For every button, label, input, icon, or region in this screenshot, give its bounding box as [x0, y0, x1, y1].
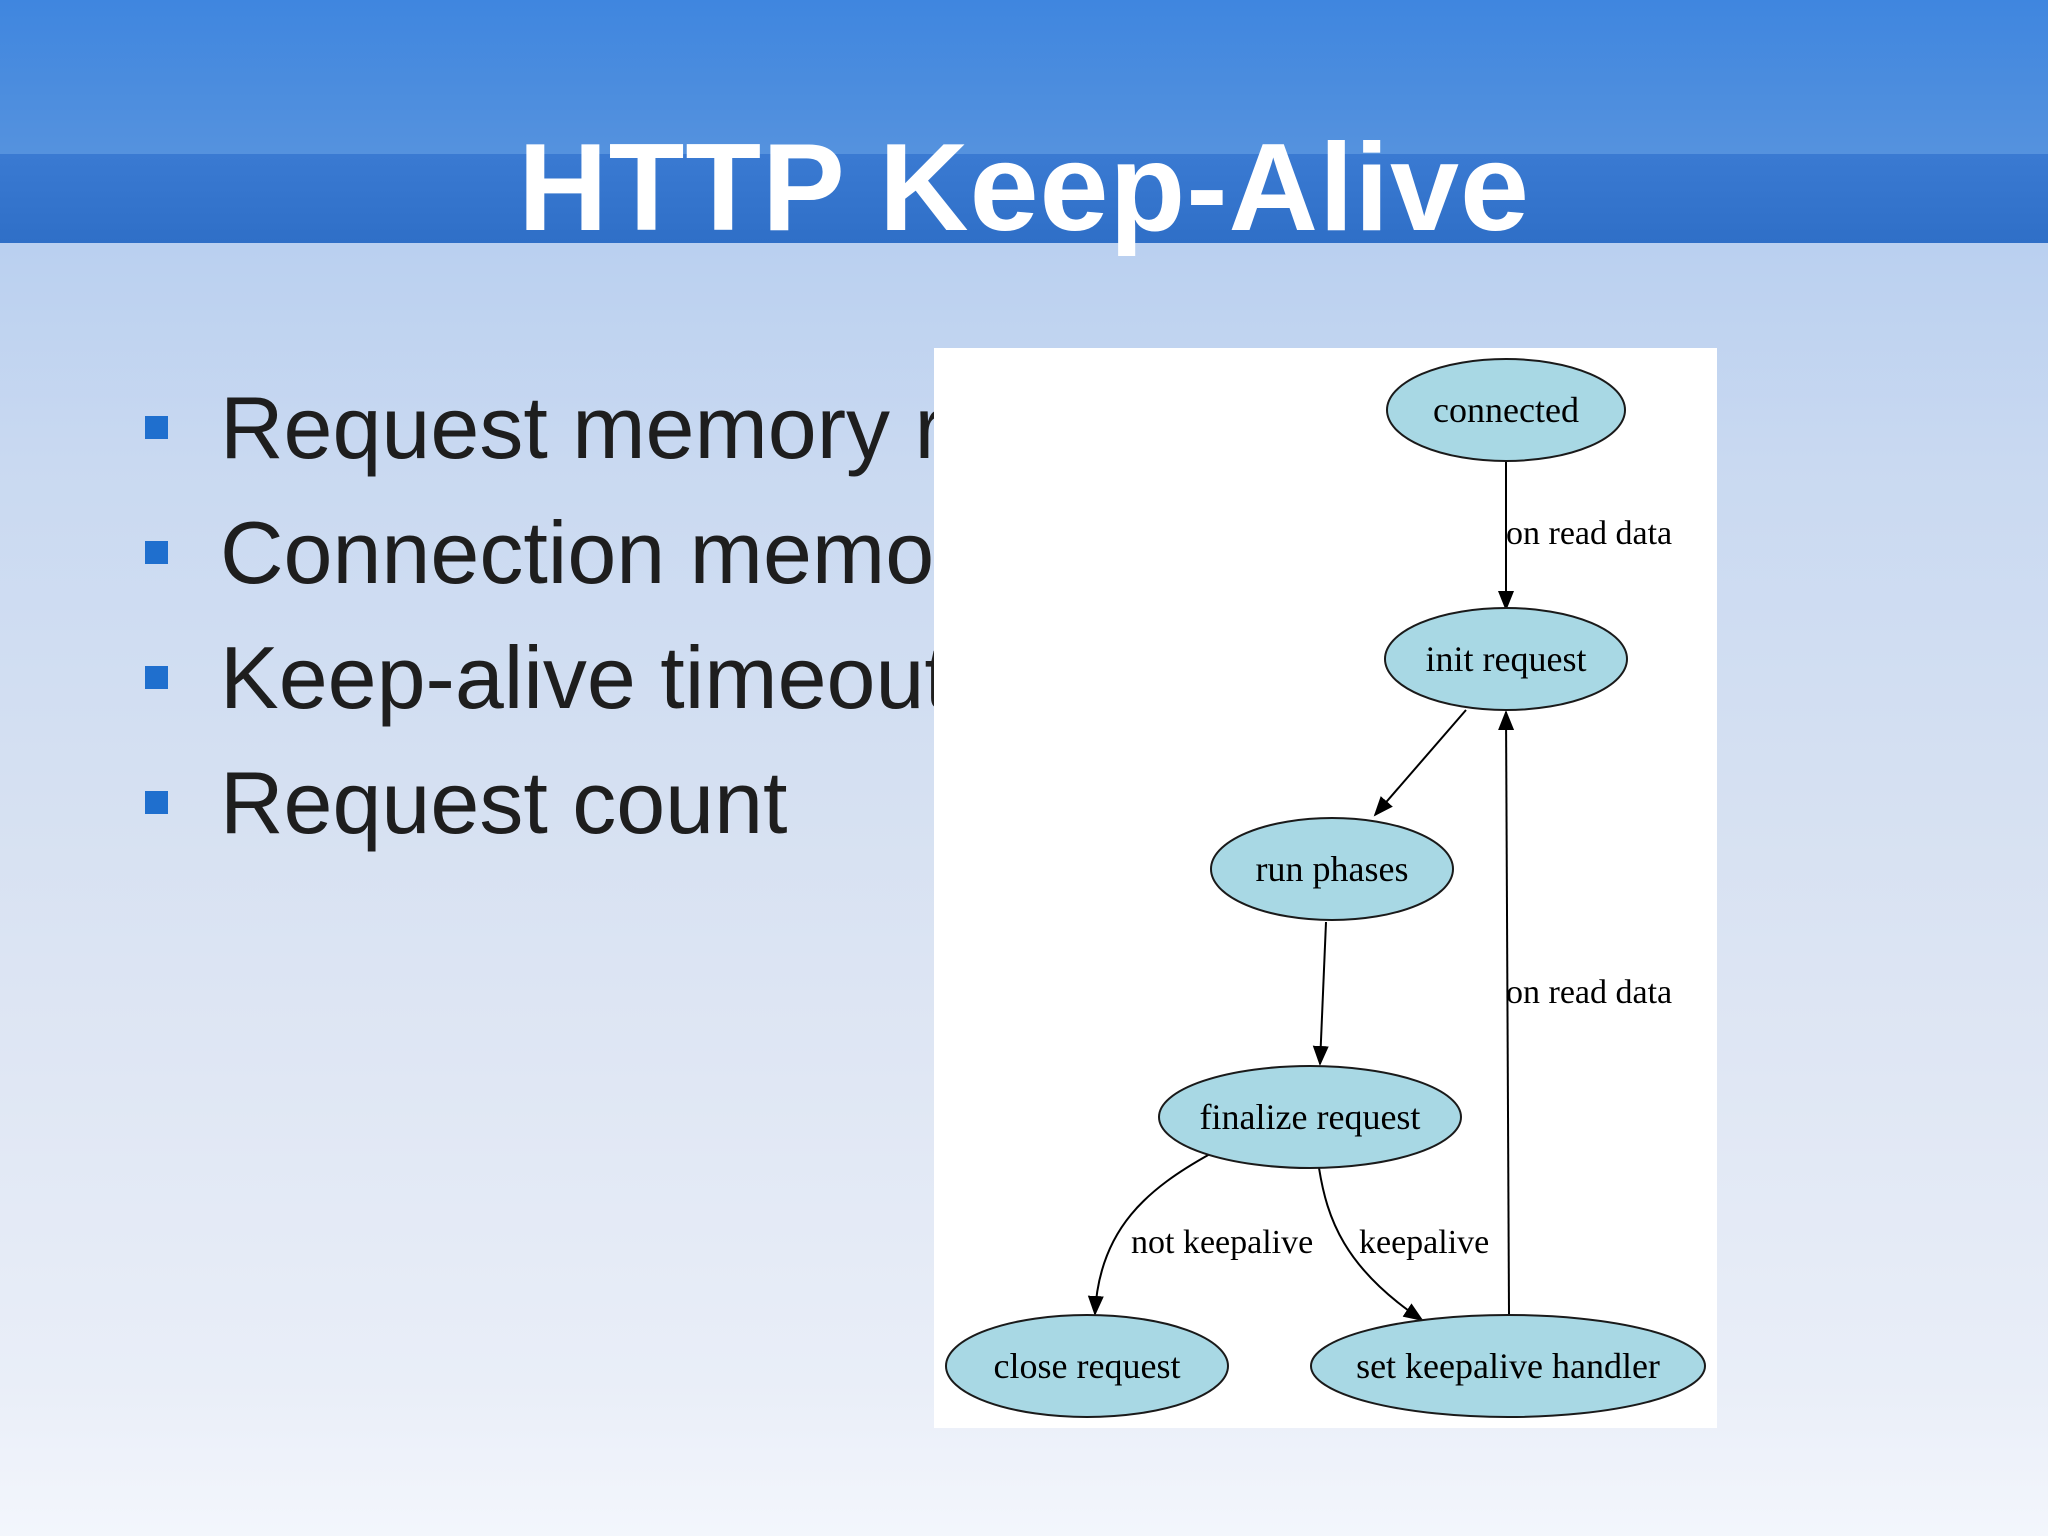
edge-label-handler-to-init: on read data: [1506, 974, 1672, 1011]
bullet-text: Keep-alive timeout: [220, 627, 949, 727]
header-band-top: [0, 0, 2048, 154]
node-finalize-request: finalize request: [1158, 1065, 1462, 1169]
node-label-finalize-request: finalize request: [1200, 1097, 1421, 1137]
node-set-keepalive-handler: set keepalive handler: [1310, 1314, 1706, 1418]
header-band-bottom: [0, 154, 2048, 243]
node-label-set-keepalive-handler: set keepalive handler: [1356, 1346, 1660, 1386]
bullet-text: Request count: [220, 752, 788, 852]
square-bullet-icon: [145, 541, 168, 564]
node-label-init-request: init request: [1426, 639, 1587, 679]
node-close-request: close request: [945, 1314, 1229, 1418]
slide-header: HTTP Keep-Alive: [0, 0, 2048, 257]
node-label-close-request: close request: [994, 1346, 1181, 1386]
slide-title: HTTP Keep-Alive: [518, 119, 1530, 257]
node-label-connected: connected: [1433, 390, 1579, 430]
edge-finalize-to-close: [1087, 1153, 1211, 1316]
edge-init-to-run-phases: [1373, 709, 1467, 817]
bullet-item: Keep-alive timeout: [145, 615, 1267, 740]
state-diagram-svg: on read data on read data not keepalive …: [945, 358, 1706, 1418]
edge-label-not-keepalive: not keepalive: [1131, 1224, 1313, 1261]
node-run-phases: run phases: [1210, 817, 1454, 921]
edge-run-phases-to-finalize: [1312, 921, 1329, 1066]
state-diagram: on read data on read data not keepalive …: [934, 348, 1717, 1428]
square-bullet-icon: [145, 791, 168, 814]
node-init-request: init request: [1384, 607, 1628, 711]
edge-label-connected-to-init: on read data: [1506, 515, 1672, 552]
edge-label-keepalive: keepalive: [1359, 1224, 1489, 1261]
square-bullet-icon: [145, 416, 168, 439]
bullet-item: Request count: [145, 740, 1267, 865]
square-bullet-icon: [145, 666, 168, 689]
node-connected: connected: [1386, 358, 1626, 462]
edge-handler-to-init: [1498, 710, 1515, 1315]
node-label-run-phases: run phases: [1256, 849, 1409, 889]
edge-finalize-to-handler: [1318, 1167, 1424, 1322]
